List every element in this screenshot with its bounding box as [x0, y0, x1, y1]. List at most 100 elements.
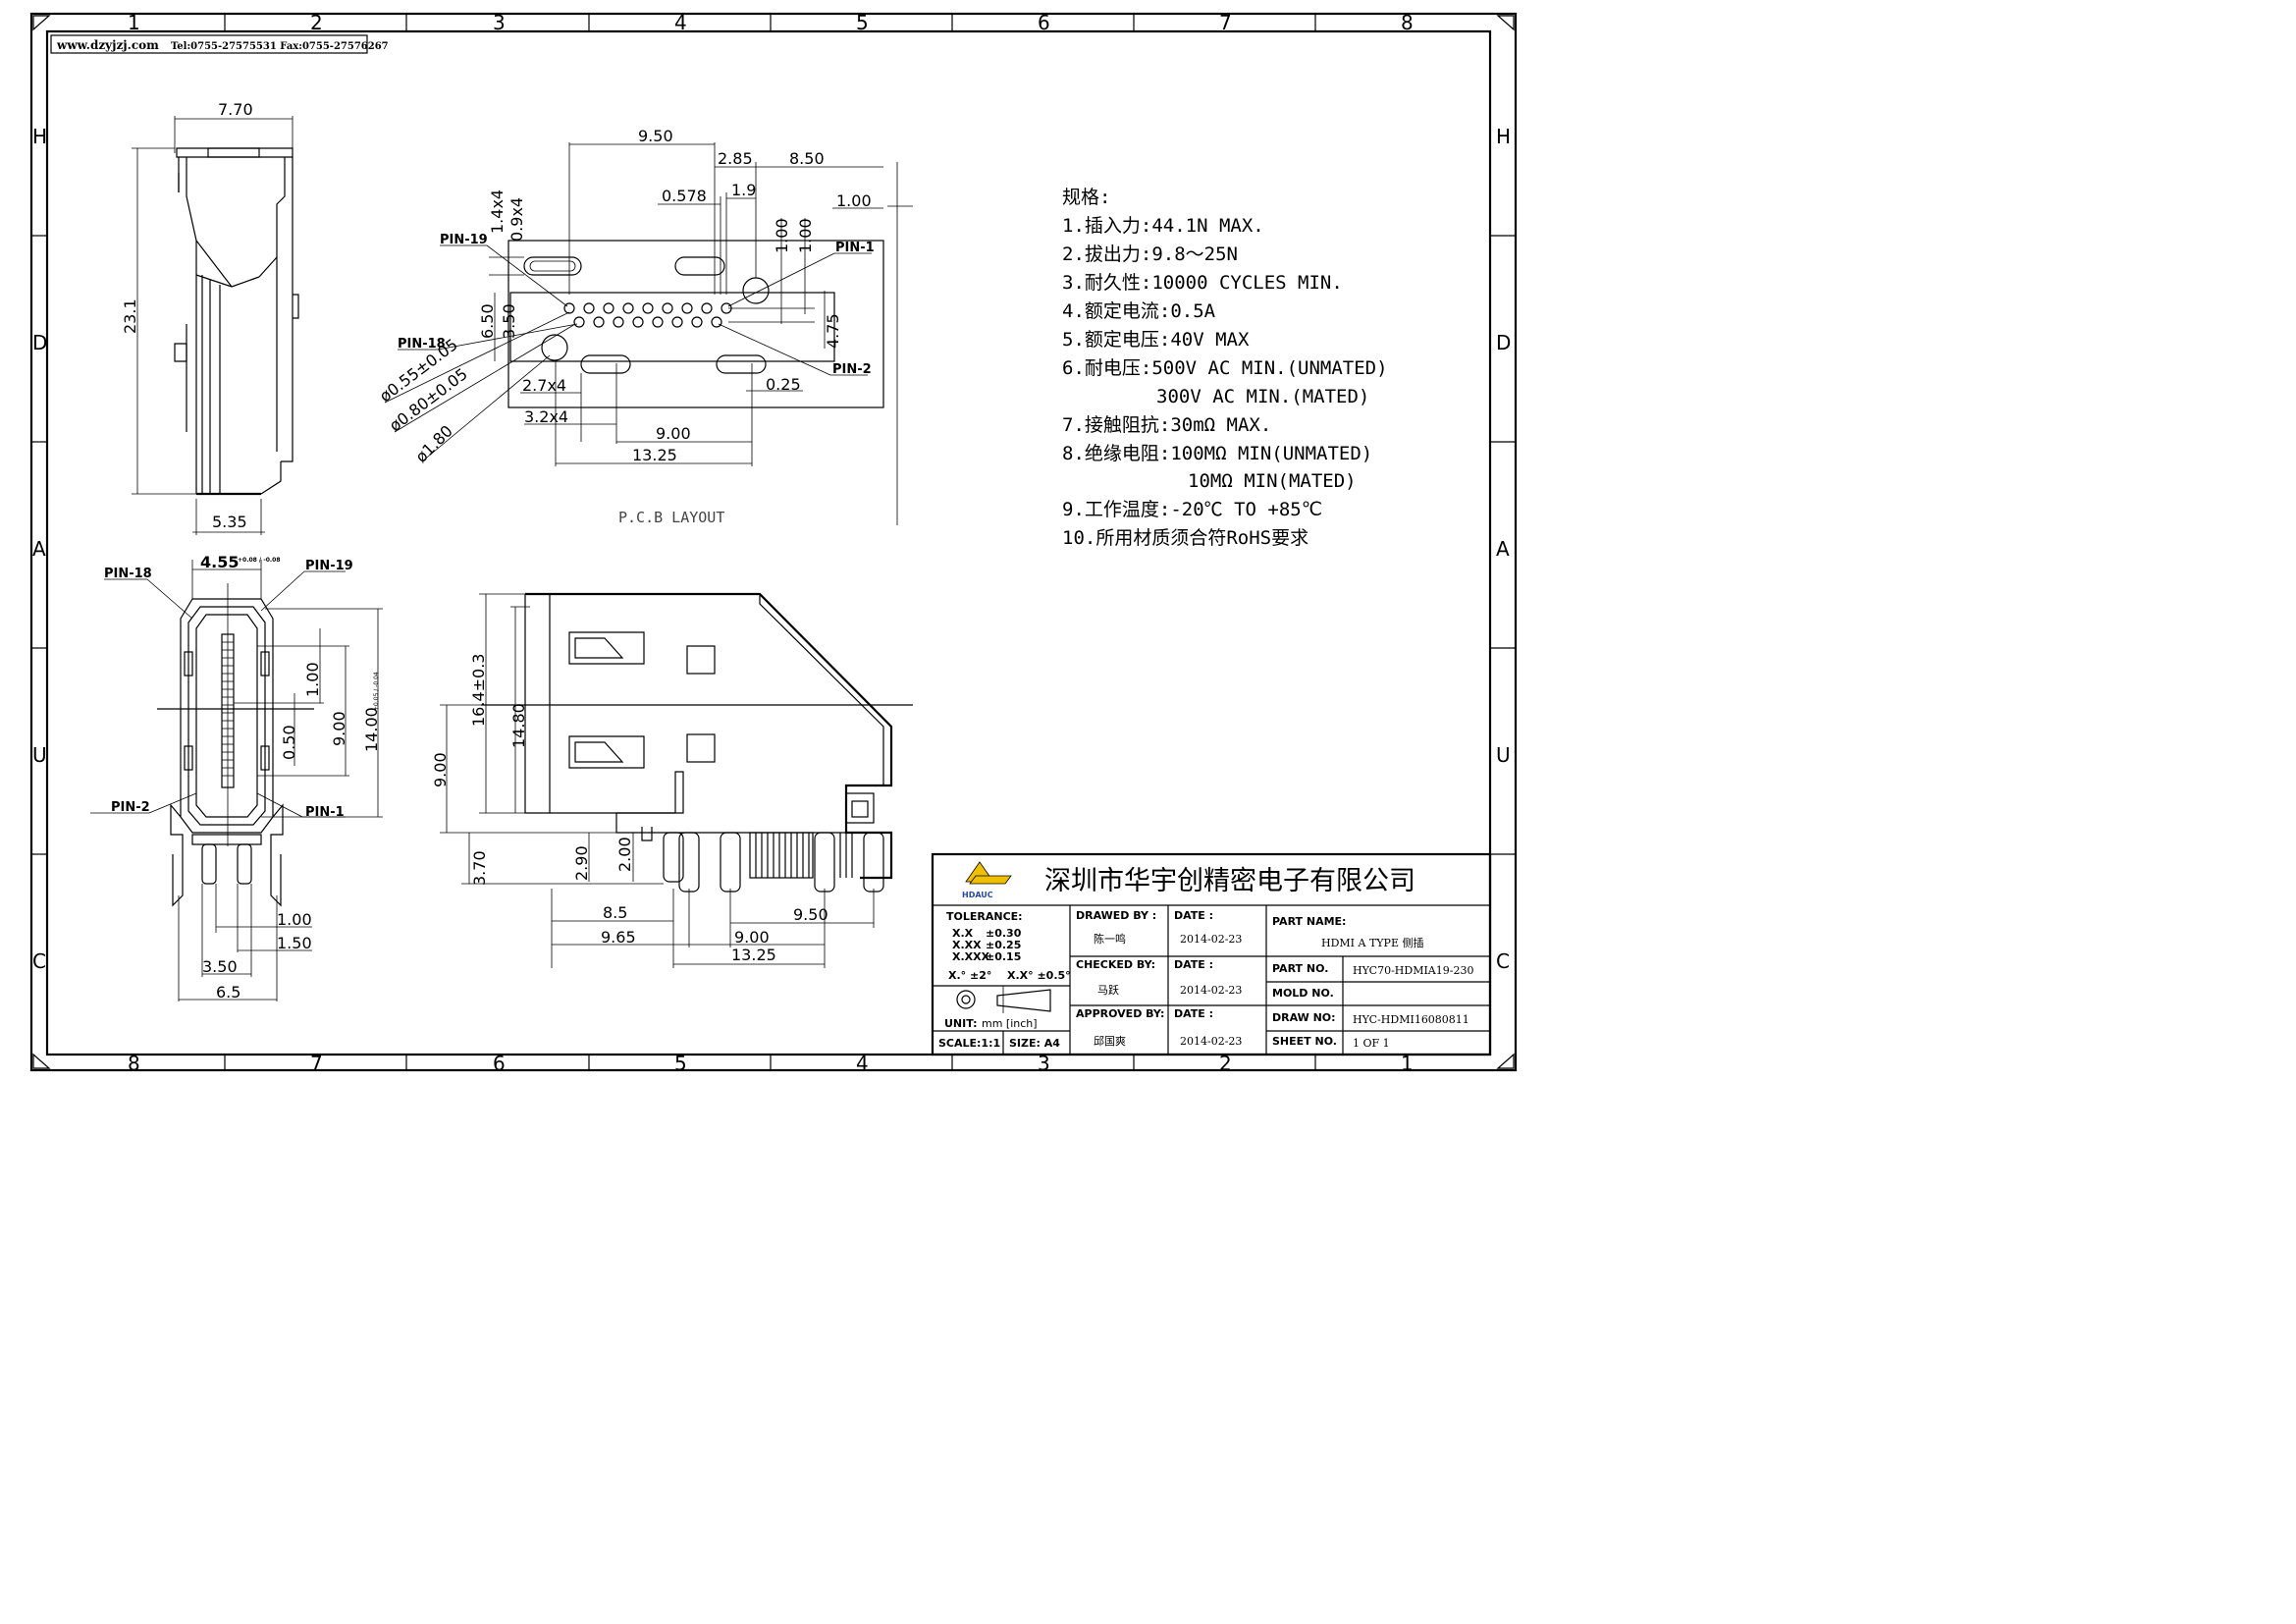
spec-line: 3.耐久性:10000 CYCLES MIN. [1062, 272, 1343, 294]
tol-value: ±0.30 [986, 927, 1022, 940]
dim-right-1480: 14.80 [509, 703, 528, 748]
right-side-view: 16.4±0.3 14.80 9.00 3.70 2.90 2.00 8.5 9… [431, 592, 913, 968]
grid-col-label: 2 [310, 11, 323, 34]
grid-labels-right: H D A U C [1496, 125, 1511, 973]
part-name-value: HDMI A TYPE 侧插 [1321, 936, 1423, 949]
dim-pcb-350: 3.50 [500, 303, 518, 339]
grid-row-label: A [32, 537, 46, 561]
grid-labels-top: 1 2 3 4 5 6 7 8 [128, 11, 1414, 34]
spec-line: 4.额定电流:0.5A [1062, 300, 1216, 322]
dim-front-455-tol: +0.08 / -0.08 [238, 557, 281, 564]
dim-front-455: 4.55 [200, 553, 239, 571]
unit-value: mm [inch] [982, 1017, 1038, 1030]
dim-right-85: 8.5 [603, 903, 627, 922]
dim-right-900b: 9.00 [734, 928, 770, 947]
date-label: DATE : [1174, 909, 1213, 922]
grid-col-label: 1 [1401, 1052, 1414, 1075]
dim-front-1400-tol: +0.05 / -0.04 [373, 672, 380, 711]
grid-row-label: U [32, 743, 47, 767]
grid-col-label: 5 [674, 1052, 687, 1075]
dim-pcb-27x4: 2.7x4 [522, 376, 566, 395]
dim-right-1325: 13.25 [731, 946, 776, 964]
spec-line: 7.接触阻抗:30mΩ MAX. [1062, 414, 1271, 436]
header-box: www.dzyjzj.com Tel:0755-27575531 Fax:075… [50, 34, 389, 54]
grid-col-label: 1 [128, 11, 140, 34]
pcb-label-pin2: PIN-2 [832, 362, 872, 377]
grid-col-label: 3 [493, 11, 506, 34]
dim-front-bottom-100: 1.00 [277, 910, 312, 929]
grid-col-label: 7 [1219, 11, 1232, 34]
grid-col-label: 2 [1219, 1052, 1232, 1075]
grid-row-label: A [1496, 537, 1510, 561]
side-view: 7.70 23.1 5.35 [121, 100, 299, 535]
date-value: 2014-02-23 [1180, 1035, 1242, 1048]
dim-right-900: 9.00 [431, 752, 450, 787]
front-view: 4.55 +0.08 / -0.08 [90, 553, 383, 1001]
dim-pcb-1325: 13.25 [632, 446, 677, 464]
grid-col-label: 6 [493, 1052, 506, 1075]
corner-arrow-tr [1496, 15, 1515, 31]
dim-front-900: 9.00 [330, 711, 348, 746]
tol-key: X.X [952, 927, 974, 940]
dim-side-height: 23.1 [121, 298, 139, 334]
grid-col-label: 4 [856, 1052, 869, 1075]
dim-pcb-09x4: 0.9x4 [507, 197, 526, 242]
pcb-layout-title: P.C.B LAYOUT [618, 509, 724, 526]
spec-line: 10.所用材质须合符RoHS要求 [1062, 527, 1308, 549]
dim-front-1400: 14.00 [362, 707, 381, 752]
mold-no-label: MOLD NO. [1272, 987, 1334, 1000]
angle-tol-1: X.° ±2° [948, 969, 991, 982]
unit-label: UNIT: [944, 1017, 978, 1030]
pcb-label-pin1: PIN-1 [835, 241, 875, 255]
dim-pcb-850: 8.50 [789, 149, 825, 168]
pcb-layout-view: 9.50 2.85 8.50 0.578 1.9 1.00 1.4x4 0.9x… [376, 127, 913, 526]
part-no-value: HYC70-HDMIA19-230 [1353, 964, 1473, 977]
corner-arrow-bl [32, 1053, 51, 1069]
dim-right-164: 16.4±0.3 [469, 654, 488, 727]
pcb-hole-180: ø1.80 [411, 421, 456, 466]
title-block: HDAUC 深圳市华宇创精密电子有限公司 TOLERANCE: X.X ±0.3… [931, 852, 1492, 1056]
spec-line: 300V AC MIN.(MATED) [1156, 386, 1369, 407]
outer-frame [29, 12, 1518, 1072]
grid-col-label: 8 [1401, 11, 1414, 34]
dim-pcb-100a: 1.00 [773, 218, 791, 253]
sheet-no-label: SHEET NO. [1272, 1035, 1337, 1048]
dim-pcb-100b: 1.00 [796, 218, 815, 253]
grid-row-label: C [1496, 949, 1510, 973]
grid-col-label: 3 [1038, 1052, 1050, 1075]
grid-row-label: H [1496, 125, 1511, 148]
dim-pcb-650: 6.50 [478, 303, 497, 339]
front-label-pin18: PIN-18 [104, 567, 152, 581]
logo-text: HDAUC [962, 891, 993, 899]
grid-col-label: 7 [310, 1052, 323, 1075]
right-view-pins [663, 832, 884, 893]
draw-no-value: HYC-HDMI16080811 [1353, 1013, 1469, 1026]
front-label-pin1: PIN-1 [305, 805, 345, 820]
grid-col-label: 4 [674, 11, 687, 34]
spec-line: 5.额定电压:40V MAX [1062, 329, 1250, 351]
inner-frame [45, 29, 1492, 1056]
grid-ticks [31, 14, 1516, 1070]
spec-line: 8.绝缘电阻:100MΩ MIN(UNMATED) [1062, 443, 1372, 464]
dim-pcb-900: 9.00 [656, 424, 691, 443]
spec-line: 2.拔出力:9.8～25N [1062, 244, 1238, 265]
grid-col-label: 8 [128, 1052, 140, 1075]
spec-line: 9.工作温度:-20℃ TO +85℃ [1062, 499, 1322, 520]
dim-pcb-0578: 0.578 [662, 187, 707, 205]
dim-right-950: 9.50 [793, 905, 828, 924]
corner-arrow-tl [32, 15, 51, 31]
dim-pcb-475: 4.75 [824, 313, 842, 349]
dim-right-370: 3.70 [470, 850, 489, 886]
dim-right-965: 9.65 [601, 928, 636, 947]
company-logo: HDAUC [962, 861, 1012, 899]
front-label-pin19: PIN-19 [305, 559, 353, 573]
pcb-pin-row-top [563, 302, 732, 328]
checked-by-value: 马跃 [1097, 983, 1119, 997]
grid-row-label: D [1496, 331, 1511, 354]
grid-labels-left: H D A U C [32, 125, 47, 973]
spec-title: 规格: [1062, 187, 1110, 208]
drawing-sheet: 1 2 3 4 5 6 7 8 8 7 6 5 4 3 2 1 H D A U … [29, 11, 1518, 1075]
dim-pcb-32x4: 3.2x4 [524, 407, 568, 426]
drawed-by-value: 陈一鸣 [1094, 932, 1126, 946]
spec-line: 1.插入力:44.1N MAX. [1062, 215, 1264, 237]
